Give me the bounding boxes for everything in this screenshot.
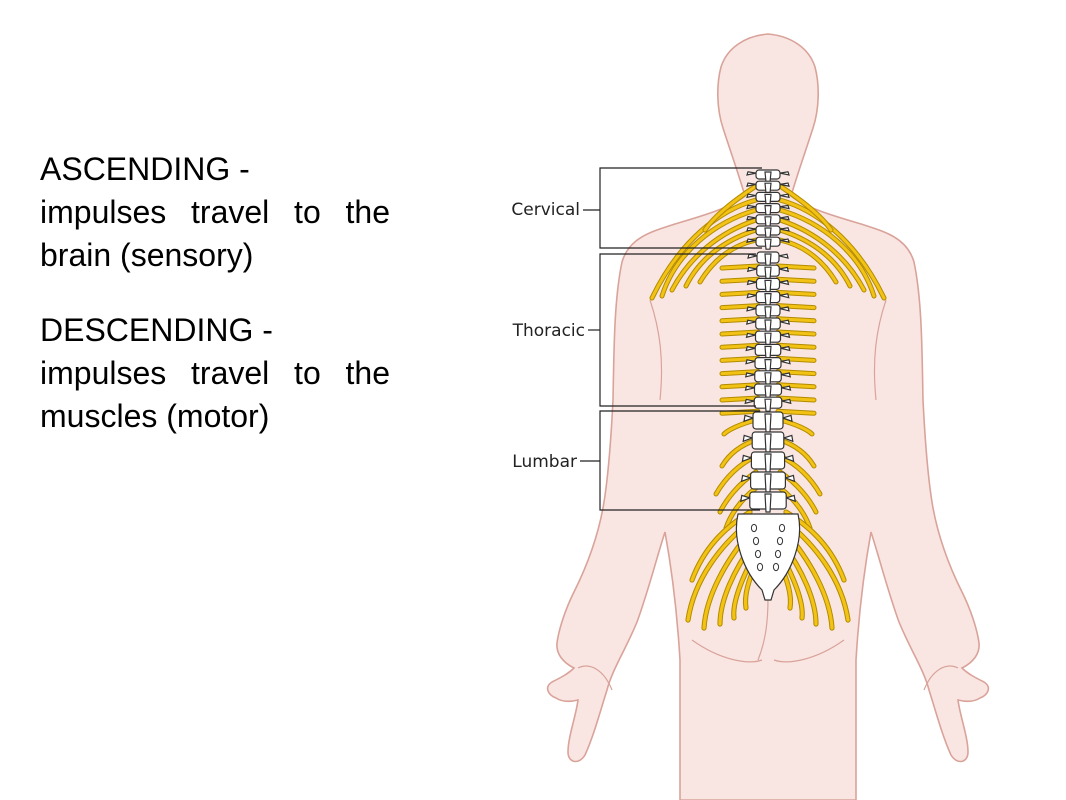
sacral-foramen bbox=[776, 536, 784, 546]
thoracic-vertebra-12 bbox=[744, 396, 792, 412]
ascending-line-3: brain (sensory) bbox=[40, 237, 254, 273]
sacral-foramen bbox=[750, 523, 758, 533]
thoracic-vertebra-4 bbox=[746, 291, 790, 307]
lumbar-vertebra-2 bbox=[742, 431, 794, 453]
skin-detail-lines bbox=[577, 299, 959, 691]
cervical-vertebra-1 bbox=[746, 169, 790, 183]
descending-line-2: impulses travel to the bbox=[40, 355, 390, 391]
sacral-foramen bbox=[774, 549, 782, 559]
sacral-foramen bbox=[778, 523, 786, 533]
descending-definition: DESCENDING - impulses travel to the musc… bbox=[40, 309, 400, 438]
sacrum-bone bbox=[735, 513, 801, 601]
thoracic-vertebra-3 bbox=[746, 277, 790, 293]
sacral-foramen bbox=[772, 562, 780, 572]
cervical-vertebra-6 bbox=[746, 225, 790, 239]
descending-heading: DESCENDING - bbox=[40, 312, 273, 348]
cervical-vertebra-7 bbox=[746, 236, 790, 250]
cervical-vertebra-2 bbox=[746, 180, 790, 194]
sacral-foramen bbox=[752, 536, 760, 546]
ascending-heading: ASCENDING - bbox=[40, 151, 250, 187]
thoracic-label: Thoracic bbox=[512, 321, 585, 341]
thoracic-vertebra-1 bbox=[747, 251, 789, 267]
sacrum bbox=[735, 513, 801, 601]
lumbar-label: Lumbar bbox=[512, 452, 577, 472]
thoracic-vertebra-11 bbox=[744, 383, 792, 399]
cervical-vertebra-3 bbox=[746, 191, 790, 205]
lumbar-vertebra-1 bbox=[743, 411, 793, 433]
thoracic-vertebra-10 bbox=[744, 370, 792, 386]
cervical-bracket: Cervical bbox=[511, 167, 762, 249]
thoracic-vertebra-6 bbox=[745, 317, 791, 333]
thoracic-vertebra-9 bbox=[745, 357, 791, 373]
thoracic-vertebra-5 bbox=[746, 304, 790, 320]
cervical-vertebra-5 bbox=[746, 214, 790, 228]
descending-line-3: muscles (motor) bbox=[40, 398, 270, 434]
lumbar-bracket: Lumbar bbox=[512, 410, 760, 511]
ascending-line-2: impulses travel to the bbox=[40, 194, 390, 230]
sacral-foramen bbox=[756, 562, 764, 572]
thoracic-bracket: Thoracic bbox=[512, 253, 756, 407]
sacral-foramen bbox=[754, 549, 762, 559]
cervical-label: Cervical bbox=[511, 200, 580, 220]
vertebral-column bbox=[740, 169, 796, 513]
cervical-vertebra-4 bbox=[746, 203, 790, 217]
lumbar-vertebra-5 bbox=[740, 491, 796, 513]
thoracic-vertebra-7 bbox=[745, 330, 791, 346]
ascending-definition: ASCENDING - impulses travel to the brain… bbox=[40, 148, 400, 277]
slide-text: ASCENDING - impulses travel to the brain… bbox=[40, 148, 400, 438]
